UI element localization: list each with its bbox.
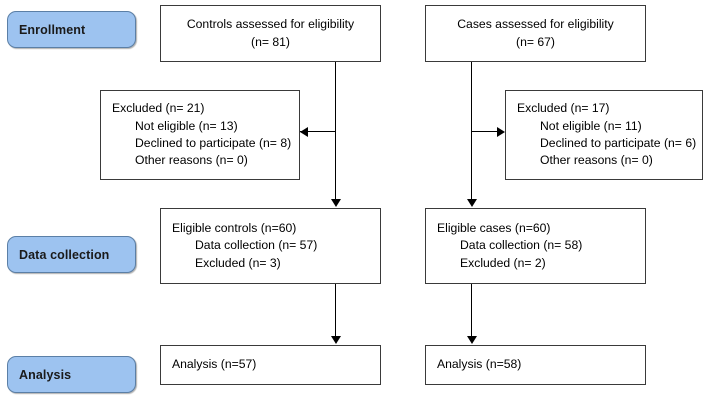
connector-cases-eligible-to-analysis: [471, 284, 472, 337]
box-line: Analysis (n=58): [437, 357, 522, 372]
box-line: Declined to participate (n= 6): [540, 136, 697, 150]
box-controls-assessed: Controls assessed for eligibility (n= 81…: [160, 5, 381, 62]
connector-controls-to-excluded: [300, 131, 336, 132]
box-cases-excluded: Excluded (n= 17) Not eligible (n= 11) De…: [505, 90, 703, 180]
box-line: Declined to participate (n= 8): [135, 136, 292, 150]
connector-controls-eligible-to-analysis: [335, 284, 336, 337]
box-cases-assessed: Cases assessed for eligibility (n= 67): [425, 5, 646, 62]
box-line: (n= 67): [516, 34, 555, 49]
box-controls-analysis: Analysis (n=57): [160, 345, 381, 385]
box-cases-eligible: Eligible cases (n=60) Data collection (n…: [425, 208, 646, 284]
box-line: (n= 81): [251, 34, 290, 49]
stage-label-text: Enrollment: [19, 22, 86, 37]
box-cases-analysis: Analysis (n=58): [425, 345, 646, 385]
connector-cases-to-excluded: [471, 131, 498, 132]
arrowhead-controls-excluded-icon: [300, 127, 308, 137]
box-line: Eligible controls (n=60): [172, 221, 297, 235]
stage-label-text: Data collection: [19, 247, 110, 262]
stage-label-data-collection: Data collection: [7, 236, 136, 273]
arrowhead-cases-to-eligible-icon: [467, 199, 477, 207]
box-line: Data collection (n= 57): [195, 238, 318, 253]
arrowhead-cases-excluded-icon: [497, 127, 505, 137]
box-line: Excluded (n= 21): [112, 101, 205, 116]
box-line: Eligible cases (n=60): [437, 221, 551, 235]
stage-label-analysis: Analysis: [7, 356, 136, 393]
arrowhead-controls-to-analysis-icon: [331, 336, 341, 344]
stage-label-text: Analysis: [19, 367, 72, 382]
box-line: Excluded (n= 2): [460, 255, 546, 270]
box-line: Excluded (n= 3): [195, 255, 281, 270]
box-line: Excluded (n= 17): [517, 101, 610, 116]
box-line: Cases assessed for eligibility: [457, 17, 614, 32]
box-line: Not eligible (n= 13): [135, 118, 238, 133]
box-line: Controls assessed for eligibility: [186, 17, 355, 32]
arrowhead-controls-to-eligible-icon: [331, 199, 341, 207]
box-line: Other reasons (n= 0): [135, 153, 248, 168]
box-line: Data collection (n= 58): [460, 238, 583, 253]
box-line: Analysis (n=57): [172, 357, 257, 372]
box-line: Other reasons (n= 0): [540, 153, 653, 168]
box-controls-excluded: Excluded (n= 21) Not eligible (n= 13) De…: [100, 90, 300, 180]
box-controls-eligible: Eligible controls (n=60) Data collection…: [160, 208, 381, 284]
box-line: Not eligible (n= 11): [540, 118, 642, 133]
stage-label-enrollment: Enrollment: [7, 11, 136, 48]
arrowhead-cases-to-analysis-icon: [467, 336, 477, 344]
